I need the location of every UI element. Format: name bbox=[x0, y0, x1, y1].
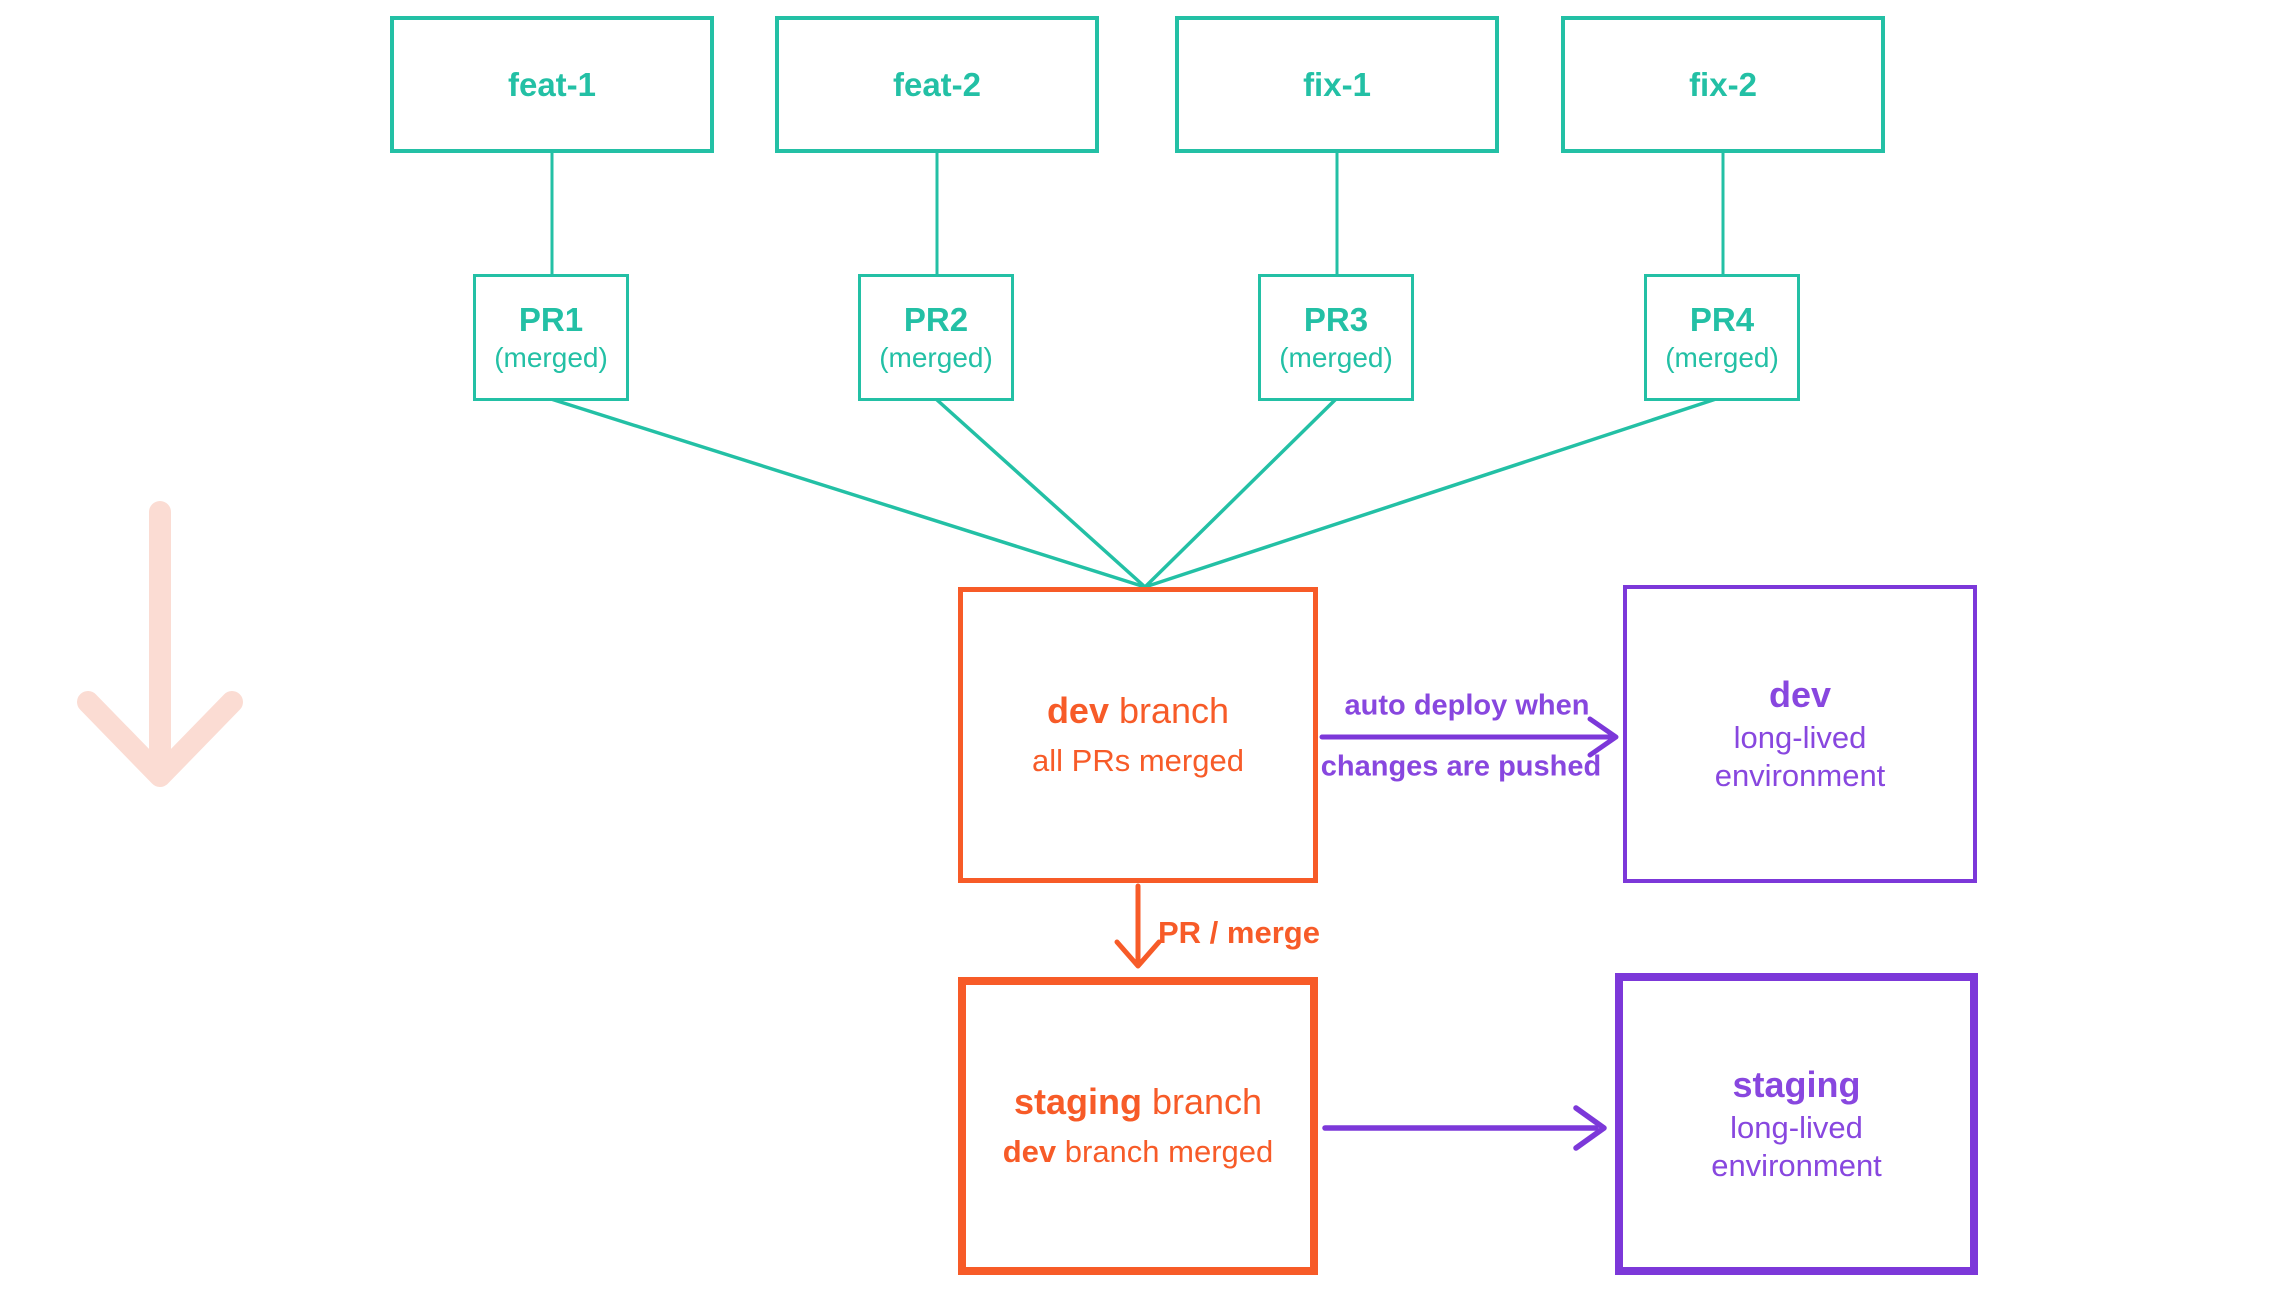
pull-request-box-pr4: PR4 (merged) bbox=[1644, 274, 1800, 401]
pr-merge-arrow bbox=[1114, 883, 1162, 969]
pr-label: PR3 bbox=[1303, 301, 1369, 338]
feature-branch-label: feat-2 bbox=[892, 65, 982, 103]
pr-status: (merged) bbox=[494, 342, 608, 373]
dev-branch-subtitle: all PRs merged bbox=[1032, 743, 1244, 779]
staging-branch-title: staging branch bbox=[1014, 1079, 1262, 1124]
faded-down-arrow-icon bbox=[77, 501, 243, 787]
pr-label: PR2 bbox=[903, 301, 969, 338]
staging-deploy-arrow bbox=[1322, 1105, 1607, 1151]
dev-branch-box: dev branch all PRs merged bbox=[958, 587, 1318, 883]
staging-environment-type-line1: long-lived bbox=[1730, 1109, 1863, 1145]
pr-status: (merged) bbox=[1279, 342, 1393, 373]
staging-branch-name: staging bbox=[1013, 1081, 1142, 1123]
staging-environment-box: staging long-lived environment bbox=[1615, 973, 1978, 1275]
staging-branch-subtitle-rest: branch merged bbox=[1056, 1134, 1274, 1170]
staging-branch-box: staging branch dev branch merged bbox=[958, 977, 1318, 1275]
feature-branch-label: fix-1 bbox=[1303, 65, 1371, 103]
pr-merge-label: PR / merge bbox=[1158, 915, 1320, 950]
pr-label: PR4 bbox=[1689, 301, 1755, 338]
dev-branch-title: dev branch bbox=[1047, 688, 1229, 733]
auto-deploy-label-line2: changes are pushed bbox=[1320, 750, 1602, 783]
staging-branch-subtitle-bold: dev bbox=[1002, 1134, 1057, 1170]
feature-branch-box-feat-2: feat-2 bbox=[775, 16, 1099, 153]
auto-deploy-arrow bbox=[1319, 716, 1619, 758]
pr-status: (merged) bbox=[879, 342, 993, 373]
pull-request-box-pr3: PR3 (merged) bbox=[1258, 274, 1414, 401]
staging-environment-name: staging bbox=[1732, 1063, 1861, 1105]
feature-to-pr-connectors bbox=[550, 153, 1725, 276]
pull-request-box-pr2: PR2 (merged) bbox=[858, 274, 1014, 401]
dev-environment-type-line2: environment bbox=[1714, 758, 1886, 794]
dev-environment-name: dev bbox=[1768, 673, 1832, 715]
pr-status: (merged) bbox=[1665, 342, 1779, 373]
dev-branch-name: dev bbox=[1046, 690, 1109, 732]
feature-branch-box-feat-1: feat-1 bbox=[390, 16, 714, 153]
feature-branch-label: fix-2 bbox=[1689, 65, 1757, 103]
dev-environment-box: dev long-lived environment bbox=[1623, 585, 1977, 883]
pr-label: PR1 bbox=[518, 301, 584, 338]
feature-branch-box-fix-1: fix-1 bbox=[1175, 16, 1499, 153]
feature-branch-box-fix-2: fix-2 bbox=[1561, 16, 1885, 153]
pr-to-dev-merge-lines bbox=[550, 397, 1717, 589]
auto-deploy-label-line1: auto deploy when bbox=[1344, 689, 1590, 722]
staging-branch-name-suffix: branch bbox=[1141, 1081, 1263, 1123]
dev-branch-name-suffix: branch bbox=[1108, 690, 1230, 732]
pull-request-box-pr1: PR1 (merged) bbox=[473, 274, 629, 401]
staging-environment-type-line2: environment bbox=[1711, 1148, 1882, 1184]
staging-branch-subtitle: dev branch merged bbox=[1003, 1132, 1274, 1172]
feature-branch-label: feat-1 bbox=[507, 65, 597, 103]
dev-environment-type-line1: long-lived bbox=[1733, 719, 1867, 755]
